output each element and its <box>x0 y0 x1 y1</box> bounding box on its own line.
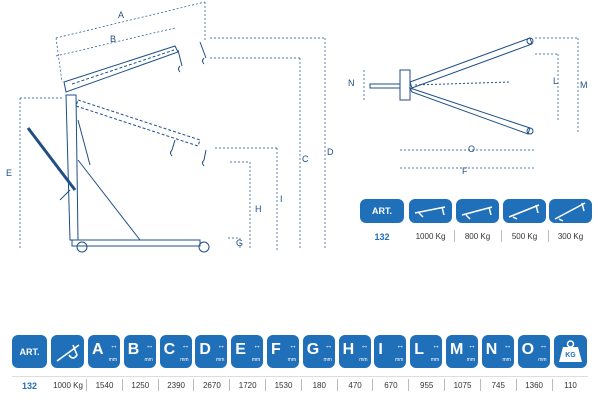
dim-arrow-icon: ↔ <box>396 341 405 350</box>
dim-value-8: 470 <box>348 381 362 390</box>
boom-position-3-icon <box>503 199 546 223</box>
dim-value-7: 180 <box>312 381 326 390</box>
dim-value-2: 1250 <box>131 381 150 390</box>
dim-value-10: 955 <box>420 381 434 390</box>
dim-arrow-icon: ↔ <box>181 341 190 350</box>
dim-arrow-icon: ↔ <box>539 341 548 350</box>
dim-letter: B <box>127 341 140 358</box>
dim-value-6: 1530 <box>274 381 293 390</box>
dim-unit: mm <box>287 357 296 363</box>
dim-letter: E <box>235 341 246 358</box>
boom-position-2-icon <box>456 199 499 223</box>
capacity-value-3: 500 Kg <box>511 232 538 241</box>
kg-weight-icon: KG <box>554 335 587 368</box>
dim-value-11: 1075 <box>453 381 472 390</box>
dim-letter: F <box>271 341 281 358</box>
capacity-value-2: 800 Kg <box>464 232 491 241</box>
dim-value-4: 2670 <box>202 381 221 390</box>
dim-letter: M <box>450 341 464 358</box>
dim-unit: mm <box>466 357 475 363</box>
dim-label-L: L <box>553 76 558 86</box>
dim-arrow-icon: ↔ <box>324 341 333 350</box>
dim-label-G: G <box>236 238 243 248</box>
dim-letter: G <box>306 341 320 358</box>
dim-letter: H <box>342 341 355 358</box>
dim-arrow-icon: ↔ <box>145 341 154 350</box>
capacity-art-number: 132 <box>374 232 390 242</box>
dim-value-14: 110 <box>564 381 577 390</box>
dim-letter: A <box>92 341 104 358</box>
dim-arrow-icon: ↔ <box>360 341 369 350</box>
dim-label-B: B <box>110 34 116 44</box>
dim-letter: L <box>414 341 424 358</box>
dim-unit: mm <box>216 357 225 363</box>
dim-unit: mm <box>395 357 404 363</box>
capacity-value-4: 300 Kg <box>557 232 584 241</box>
dim-unit: mm <box>323 357 332 363</box>
dim-letter: O <box>521 341 535 358</box>
dim-label-F: F <box>462 166 468 176</box>
capacity-value-1: 1000 Kg <box>415 232 446 241</box>
dim-value-1: 1540 <box>95 381 114 390</box>
dim-label-A: A <box>118 10 124 20</box>
dim-arrow-icon: ↔ <box>503 341 512 350</box>
dim-label-I: I <box>280 194 283 204</box>
dim-arrow-icon: ↔ <box>253 341 262 350</box>
dim-unit: mm <box>108 357 117 363</box>
dim-label-H: H <box>255 204 262 214</box>
dim-label-N: N <box>348 78 355 88</box>
dim-unit: mm <box>180 357 189 363</box>
dims-art-number: 132 <box>21 381 38 391</box>
dim-letter: D <box>199 341 211 358</box>
dim-label-D: D <box>327 147 334 157</box>
dim-arrow-icon: ↔ <box>289 341 297 350</box>
dim-label-E: E <box>6 168 12 178</box>
dim-letter: I <box>378 341 383 358</box>
crane-side-view-diagram: A B C D E G H I <box>6 1 334 253</box>
dim-arrow-icon: ↔ <box>468 341 476 350</box>
dim-letter: N <box>485 341 498 358</box>
dims-art-header: ART. <box>12 335 47 368</box>
dim-arrow-icon: ↔ <box>217 341 226 350</box>
crane-top-view-diagram: N L M O F <box>348 37 588 176</box>
dim-value-5: 1720 <box>238 381 257 390</box>
dim-label-O: O <box>468 144 475 154</box>
boom-position-1-icon <box>409 199 452 223</box>
dim-label-M: M <box>580 80 588 90</box>
dim-value-0: 1000 Kg <box>53 381 83 390</box>
dim-unit: mm <box>430 357 440 363</box>
dim-unit: mm <box>359 357 368 363</box>
dim-value-13: 1360 <box>525 381 543 390</box>
dim-unit: mm <box>144 357 153 363</box>
dim-value-12: 745 <box>491 381 505 390</box>
dim-value-3: 2390 <box>167 381 185 390</box>
dim-unit: mm <box>538 357 547 363</box>
dim-label-C: C <box>302 154 309 164</box>
dim-value-9: 670 <box>384 381 398 390</box>
dim-unit: mm <box>502 357 511 363</box>
dim-letter: C <box>163 341 176 358</box>
kg-label: KG <box>565 352 576 359</box>
capacity-art-header: ART. <box>360 199 404 223</box>
crane-hook-icon <box>51 335 84 368</box>
dim-arrow-icon: ↔ <box>432 341 441 350</box>
dim-unit: mm <box>251 357 261 363</box>
boom-position-4-icon <box>549 199 592 223</box>
dim-arrow-icon: ↔ <box>110 341 118 350</box>
